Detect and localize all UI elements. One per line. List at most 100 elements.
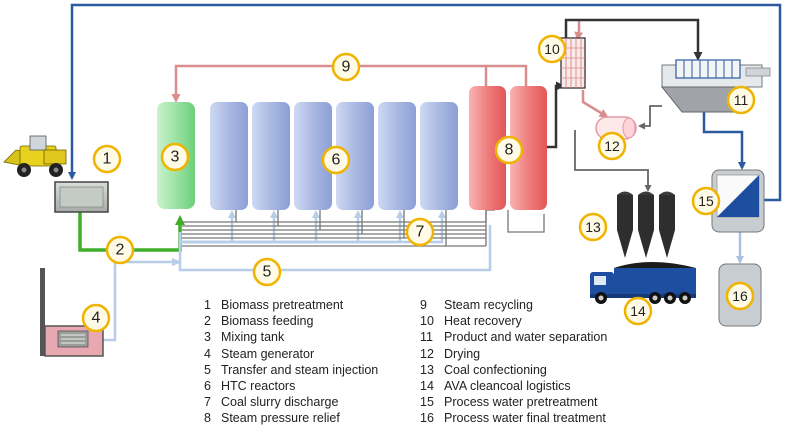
legend-number: 10	[420, 314, 434, 329]
legend-label: Steam generator	[221, 346, 315, 361]
svg-text:13: 13	[585, 219, 601, 235]
svg-text:1: 1	[103, 151, 112, 168]
legend-item: 5 Transfer and steam injection	[204, 362, 378, 378]
legend-label: Biomass pretreatment	[221, 298, 344, 312]
legend-label: Steam recycling	[444, 298, 533, 312]
legend-item: 4 Steam generator	[204, 346, 378, 362]
legend-item: 13 Coal confectioning	[420, 362, 607, 378]
legend-number: 12	[420, 346, 434, 361]
badge-6: 6	[321, 145, 351, 175]
svg-text:10: 10	[544, 41, 560, 57]
svg-text:9: 9	[342, 59, 351, 76]
legend-item: 15 Process water pretreatment	[420, 394, 607, 410]
legend-item: 14 AVA cleancoal logistics	[420, 378, 607, 394]
htc-reactor	[378, 102, 416, 210]
legend-label: Steam pressure relief	[221, 411, 340, 426]
legend-item: 16 Process water final treatment	[420, 410, 607, 426]
svg-text:3: 3	[171, 149, 180, 166]
legend-label: Coal slurry discharge	[221, 395, 339, 410]
legend-number: 14	[420, 379, 434, 394]
htc-reactor	[420, 102, 458, 210]
badge-1: 1	[92, 144, 122, 174]
coal-truck-icon	[590, 262, 696, 304]
svg-text:12: 12	[604, 138, 620, 154]
badge-15: 15	[691, 186, 721, 216]
badge-5: 5	[252, 257, 282, 287]
badge-7: 7	[405, 217, 435, 247]
legend-label: Biomass feeding	[221, 314, 314, 329]
legend-item: 9 Steam recycling	[420, 297, 607, 313]
legend-number: 16	[420, 411, 434, 426]
badge-2: 2	[105, 235, 135, 265]
legend-number: 7	[204, 395, 211, 410]
steam-injection-arrowheads	[172, 210, 446, 266]
legend-item: 10 Heat recovery	[420, 313, 607, 329]
svg-text:5: 5	[263, 264, 272, 281]
htc-reactor	[210, 102, 248, 210]
steam-pressure-relief-tanks	[469, 86, 547, 210]
legend-label: Transfer and steam injection	[221, 362, 379, 377]
legend-item: 6 HTC reactors	[204, 378, 378, 394]
legend-item: 2 Biomass feeding	[204, 313, 378, 329]
badge-11: 11	[726, 85, 756, 115]
coal-slurry-lines	[182, 209, 545, 247]
badge-14: 14	[623, 296, 653, 326]
steam-recycle-line-2	[486, 64, 528, 88]
legend-label: Process water pretreatment	[444, 395, 598, 410]
process-water-pretreatment-unit	[711, 169, 765, 233]
legend-item: 1 Biomass pretreatment	[204, 297, 378, 313]
product-line-to-press	[564, 18, 703, 61]
dryer-to-silo-line	[574, 130, 652, 192]
wheel-loader-icon	[3, 135, 67, 177]
badge-3: 3	[160, 142, 190, 172]
legend-label: Product and water separation	[444, 330, 608, 345]
press-to-dryer-line	[638, 105, 662, 130]
legend-number: 13	[420, 362, 434, 377]
legend-label: Process water final treatment	[444, 411, 606, 426]
legend-label: HTC reactors	[221, 379, 296, 394]
legend-number: 6	[204, 379, 211, 394]
legend-number: 2	[204, 314, 211, 329]
steam-generator-icon	[40, 268, 104, 357]
heat-recovery-steam-line	[574, 20, 584, 41]
product-line-to-heat-recovery	[546, 81, 565, 149]
legend-item: 8 Steam pressure relief	[204, 410, 378, 426]
svg-text:11: 11	[734, 92, 749, 108]
legend-label: Coal confectioning	[444, 362, 547, 377]
legend-number: 1	[204, 298, 211, 312]
svg-text:16: 16	[732, 288, 748, 304]
legend-number: 15	[420, 395, 434, 410]
htc-reactor	[252, 102, 290, 210]
silo-icon	[617, 191, 675, 258]
heat-to-dryer-line	[581, 90, 609, 118]
legend-number: 9	[420, 298, 427, 312]
svg-text:14: 14	[630, 303, 646, 319]
steam-recycle-line	[171, 64, 488, 103]
svg-text:8: 8	[505, 142, 514, 159]
legend-number: 8	[204, 411, 211, 426]
process-water-return-line	[68, 3, 782, 202]
badge-16: 16	[725, 281, 755, 311]
badge-4: 4	[81, 303, 111, 333]
badge-13: 13	[578, 212, 608, 242]
svg-text:6: 6	[332, 152, 341, 169]
legend-number: 5	[204, 362, 211, 377]
legend-label: AVA cleancoal logistics	[444, 379, 571, 394]
press-water-line	[702, 112, 746, 170]
svg-text:4: 4	[92, 310, 101, 327]
legend-left-column: 1 Biomass pretreatment 2 Biomass feeding 3…	[204, 297, 378, 427]
svg-text:2: 2	[116, 242, 125, 259]
heat-exchanger-icon	[560, 37, 586, 89]
filter-press-icon	[660, 59, 771, 113]
legend-label: Mixing tank	[221, 330, 285, 345]
legend-number: 4	[204, 346, 211, 361]
legend-label: Heat recovery	[444, 314, 522, 329]
htc-reactor	[294, 102, 332, 210]
badge-9: 9	[331, 52, 361, 82]
htc-reactor	[336, 102, 374, 210]
svg-text:15: 15	[698, 193, 714, 209]
